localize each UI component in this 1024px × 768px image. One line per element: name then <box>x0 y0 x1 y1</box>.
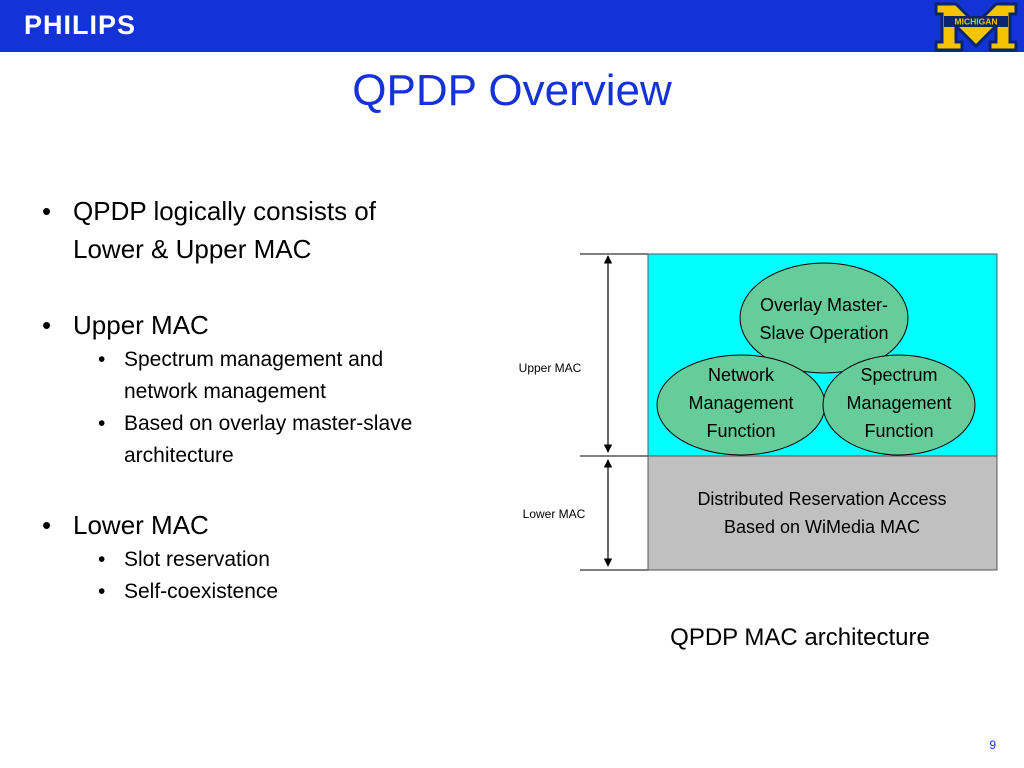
mac-architecture-diagram: Upper MAC Lower MAC Overlay Master- Slav… <box>519 253 998 571</box>
sub-bullet-item: Slot reservation <box>40 544 500 576</box>
network-text: Function <box>706 421 775 441</box>
bullet-item: QPDP logically consists of Lower & Upper… <box>40 192 500 268</box>
slide-title: QPDP Overview <box>352 66 672 115</box>
bullet-text: Upper MAC <box>73 310 209 340</box>
bullet-text: Lower MAC <box>73 510 209 540</box>
bullet-item: Upper MAC <box>40 306 500 344</box>
lower-mac-text: Based on WiMedia MAC <box>724 517 920 537</box>
bullet-text: QPDP logically consists of <box>73 196 376 226</box>
michigan-logo-text: MICHIGAN <box>955 17 998 27</box>
spectrum-text: Function <box>864 421 933 441</box>
overlay-text: Overlay Master- <box>760 295 888 315</box>
spectrum-management-ellipse <box>822 354 976 456</box>
header-bar: PHILIPS MICHIGAN <box>0 0 1024 52</box>
lower-mac-box <box>647 455 998 571</box>
sub-bullet-item: Spectrum management and network manageme… <box>40 344 500 408</box>
philips-logo: PHILIPS <box>24 10 137 40</box>
sub-bullet-text: network management <box>124 380 326 403</box>
overlay-ellipse <box>739 262 909 374</box>
sub-bullet-text: Spectrum management and <box>124 348 384 371</box>
overlay-text: Slave Operation <box>759 323 888 343</box>
page-number: 9 <box>989 738 996 752</box>
network-text: Network <box>708 365 775 385</box>
sub-bullet-item: Self-coexistence <box>40 576 500 608</box>
network-text: Management <box>688 393 793 413</box>
sub-bullet-text: architecture <box>124 444 234 467</box>
bullet-list: QPDP logically consists of Lower & Upper… <box>40 192 500 608</box>
sub-bullet-item: Based on overlay master-slave architectu… <box>40 408 500 472</box>
diagram-caption: QPDP MAC architecture <box>670 624 930 651</box>
sub-bullet-text: Based on overlay master-slave <box>124 412 413 435</box>
lower-mac-text: Distributed Reservation Access <box>697 489 946 509</box>
spectrum-text: Spectrum <box>860 365 937 385</box>
bullet-item: Lower MAC <box>40 506 500 544</box>
spectrum-text: Management <box>846 393 951 413</box>
upper-mac-label: Upper MAC <box>519 361 582 375</box>
sub-bullet-text: Slot reservation <box>124 548 270 571</box>
lower-mac-label: Lower MAC <box>523 507 586 521</box>
michigan-logo: MICHIGAN <box>934 2 1018 52</box>
sub-bullet-text: Self-coexistence <box>124 580 279 603</box>
bullet-text: Lower & Upper MAC <box>73 234 312 264</box>
